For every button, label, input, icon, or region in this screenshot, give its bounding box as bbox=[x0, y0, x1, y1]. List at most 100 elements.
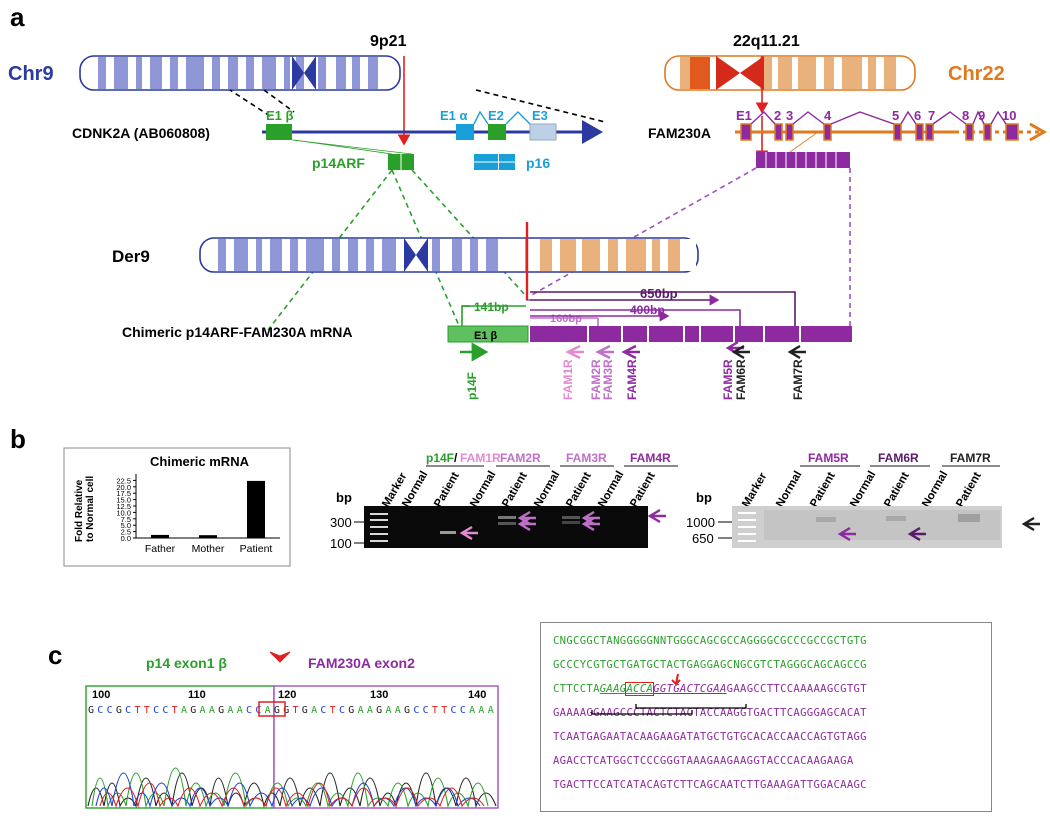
base-call: A bbox=[358, 705, 364, 716]
base-call: A bbox=[209, 705, 215, 716]
base-call: G bbox=[190, 705, 196, 716]
gel2-primer-fam7r: FAM7R bbox=[950, 451, 991, 465]
amplicon-160bp bbox=[530, 317, 599, 326]
chart-ylabel-1: Fold Relative bbox=[74, 479, 85, 542]
fam230a-label: FAM230A bbox=[648, 125, 711, 141]
seq-line-1: CNGCGGCTANGGGGGNNTGGGCAGCGCCAGGGGCGCCCGC… bbox=[553, 635, 867, 647]
base-call: A bbox=[488, 705, 494, 716]
svg-text:6: 6 bbox=[914, 108, 921, 123]
gel1-band-arrows bbox=[459, 508, 666, 541]
exon-e3: E3 bbox=[532, 108, 548, 123]
size-141bp: 141bp bbox=[474, 300, 509, 314]
base-call: A bbox=[395, 705, 401, 716]
gel2-image bbox=[732, 506, 1002, 548]
size-650bp: 650bp bbox=[640, 286, 678, 301]
x-tick-label: Father bbox=[145, 543, 176, 555]
band-22q1121: 22q11.21 bbox=[733, 33, 800, 50]
base-call: A bbox=[200, 705, 206, 716]
gel2-primer-fam5r: FAM5R bbox=[808, 451, 849, 465]
svg-text:FAM6R: FAM6R bbox=[734, 359, 748, 400]
svg-text:E1: E1 bbox=[736, 108, 752, 123]
amplicon-141bp bbox=[461, 305, 526, 326]
right-title: FAM230A exon2 bbox=[308, 655, 415, 671]
svg-text:Marker: Marker bbox=[740, 470, 770, 509]
chr22-chromosome bbox=[664, 55, 916, 91]
base-call: T bbox=[144, 705, 150, 716]
base-call: C bbox=[423, 705, 429, 716]
base-call: C bbox=[451, 705, 457, 716]
base-call: T bbox=[441, 705, 447, 716]
y-tick-label: 12.5 bbox=[116, 502, 131, 511]
chrom-positions: 100 110 120 130 140 bbox=[92, 689, 486, 701]
base-call: C bbox=[320, 705, 326, 716]
gel1-mark-100: 100 bbox=[330, 536, 352, 551]
svg-text:130: 130 bbox=[370, 689, 388, 701]
base-call: C bbox=[97, 705, 103, 716]
base-call: C bbox=[153, 705, 159, 716]
seq-line-7: TGACTTCCATCATACAGTCTTCAGCAATCTTGAAAGATTG… bbox=[553, 779, 867, 791]
base-call: C bbox=[107, 705, 113, 716]
gel2-bp: bp bbox=[696, 490, 712, 505]
gel2-lane-labels: Marker Normal Patient Normal Patient Nor… bbox=[740, 469, 984, 509]
seq-line-4: GAAAAGGAAGCCCTACTCTACTACCAAGGTGACTTCAGGG… bbox=[553, 707, 867, 719]
svg-text:Patient: Patient bbox=[808, 470, 838, 509]
base-call: G bbox=[302, 705, 308, 716]
base-call: A bbox=[227, 705, 233, 716]
y-tick-label: 10.0 bbox=[116, 508, 131, 517]
base-call: G bbox=[376, 705, 382, 716]
svg-text:FAM7R: FAM7R bbox=[791, 359, 805, 400]
svg-text:140: 140 bbox=[468, 689, 486, 701]
chrom-right-frame bbox=[273, 685, 499, 809]
seq-overlay bbox=[591, 673, 747, 715]
bar-patient bbox=[247, 480, 265, 538]
size-400bp: 400bp bbox=[630, 303, 665, 317]
svg-text:FAM5R: FAM5R bbox=[721, 359, 735, 400]
gel1-slash: / bbox=[454, 451, 458, 465]
gel2-mark-1000: 1000 bbox=[686, 515, 715, 530]
svg-text:4: 4 bbox=[824, 108, 832, 123]
seq-line-3: CTTCCTAGAAGACCAGGTGACTCGAAGAAGCCTTCCAAAA… bbox=[553, 682, 867, 696]
panel-label-b: b bbox=[10, 424, 26, 454]
y-tick-label: 20.0 bbox=[116, 483, 131, 492]
der9-label: Der9 bbox=[112, 247, 150, 266]
gel1-mark-300: 300 bbox=[330, 515, 352, 530]
base-call: G bbox=[348, 705, 354, 716]
svg-text:120: 120 bbox=[278, 689, 296, 701]
cdkn2a-gene bbox=[262, 110, 603, 144]
base-call: G bbox=[88, 705, 94, 716]
svg-text:Normal: Normal bbox=[774, 469, 804, 509]
size-160bp: 160bp bbox=[550, 313, 582, 325]
cdkn2a-label: CDNK2A (AB060808) bbox=[72, 125, 210, 141]
fam230a-gene bbox=[735, 110, 1048, 142]
svg-text:Normal: Normal bbox=[532, 469, 562, 509]
chr9-chromosome bbox=[79, 55, 401, 91]
svg-text:FAM4R: FAM4R bbox=[625, 359, 639, 400]
gel1-primer-fam3r: FAM3R bbox=[566, 451, 607, 465]
p16-transcript bbox=[474, 154, 515, 170]
svg-text:FAM3R: FAM3R bbox=[601, 359, 615, 400]
primer-arrows bbox=[460, 340, 806, 362]
panel-label-a: a bbox=[10, 2, 25, 32]
svg-text:Normal: Normal bbox=[920, 469, 950, 509]
amplicon-650bp bbox=[530, 291, 796, 326]
gel1-primer-p14f: p14F bbox=[426, 451, 454, 465]
base-call: A bbox=[385, 705, 391, 716]
left-title: p14 exon1 β bbox=[146, 655, 227, 671]
chart-ylabel-2: to Normal cell bbox=[85, 476, 96, 542]
y-tick-label: 2.5 bbox=[121, 528, 131, 537]
junction-arrow bbox=[269, 651, 291, 663]
junction-box bbox=[258, 701, 286, 717]
fam-exon-labels: E1 2 3 4 5 6 7 8 9 10 bbox=[736, 108, 1016, 123]
base-call: C bbox=[246, 705, 252, 716]
svg-text:Patient: Patient bbox=[432, 470, 462, 509]
e1b-box-label: E1 β bbox=[474, 330, 498, 342]
panel-label-c: c bbox=[48, 640, 62, 670]
y-tick-label: 17.5 bbox=[116, 489, 131, 498]
svg-text:100: 100 bbox=[92, 689, 110, 701]
bar-mother bbox=[199, 535, 217, 538]
gel1-lane-labels: Marker Normal Patient Normal Patient Nor… bbox=[380, 469, 658, 509]
base-call: T bbox=[293, 705, 299, 716]
gel1-bp: bp bbox=[336, 490, 352, 505]
gel1-primer-fam4r: FAM4R bbox=[630, 451, 671, 465]
svg-text:p14F: p14F bbox=[465, 372, 479, 400]
